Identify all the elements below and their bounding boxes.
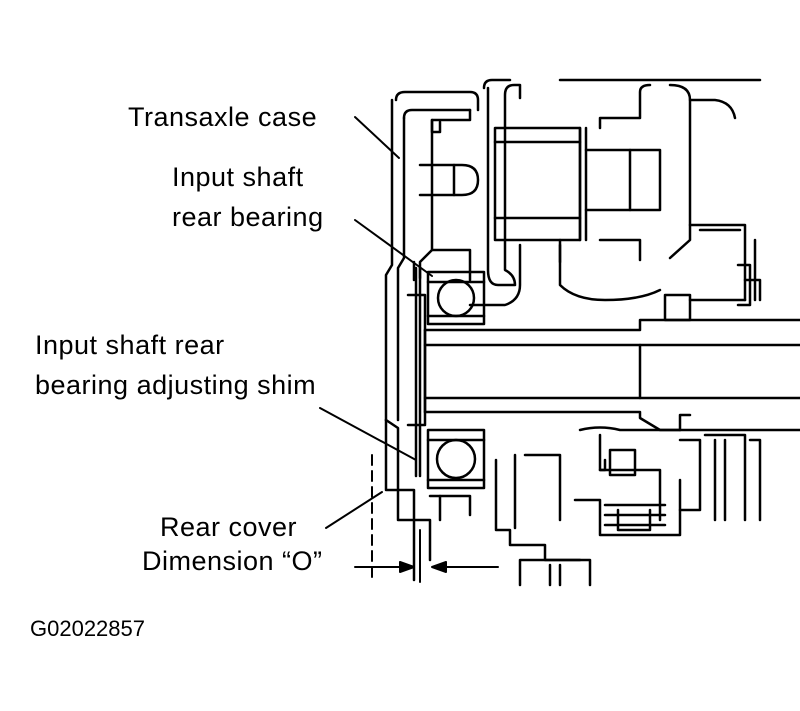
- leader-lines: [320, 117, 432, 528]
- figure-code: G02022857: [30, 616, 145, 641]
- label-adjusting-shim-line1: Input shaft rear: [35, 330, 225, 360]
- dimension-o-measurement: [355, 455, 498, 582]
- lower-gear-train: [496, 415, 760, 560]
- transaxle-case-outline: [386, 92, 478, 420]
- bottom-housing: [520, 560, 590, 585]
- label-adjusting-shim-line2: bearing adjusting shim: [35, 370, 317, 400]
- input-shaft-rear-bearing-upper: [428, 272, 484, 324]
- rear-cover-outline: [386, 420, 470, 580]
- input-shaft: [425, 320, 800, 430]
- label-rear-cover: Rear cover: [160, 512, 298, 542]
- intermediate-housing: [470, 225, 760, 320]
- upper-gear-housing: [420, 80, 760, 285]
- label-transaxle-case: Transaxle case: [128, 102, 318, 132]
- label-input-shaft-rear-bearing-line1: Input shaft: [172, 162, 304, 192]
- input-shaft-rear-bearing-lower: [428, 430, 484, 488]
- label-input-shaft-rear-bearing-line2: rear bearing: [172, 202, 324, 232]
- adjusting-shim: [408, 268, 425, 476]
- label-dimension-o: Dimension “O”: [142, 546, 323, 576]
